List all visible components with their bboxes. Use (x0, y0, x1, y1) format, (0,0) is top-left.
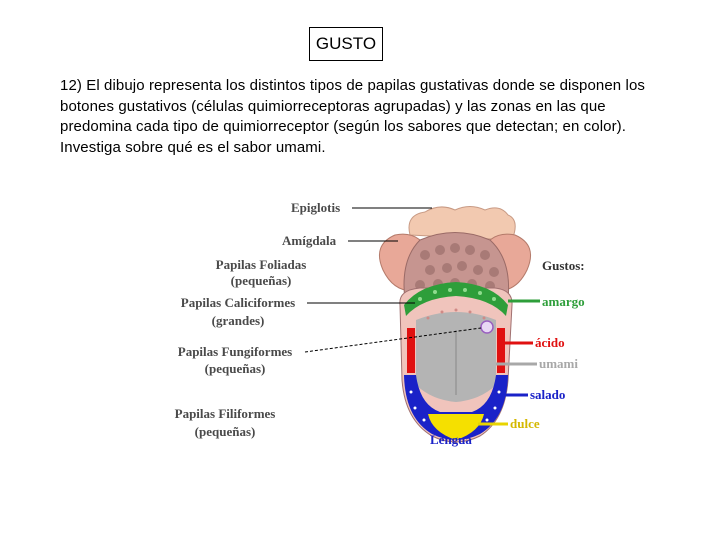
bitter-zone-dots (418, 288, 496, 301)
legend-title: Gustos: (542, 258, 585, 273)
fungiform-marker (480, 320, 494, 334)
fungiformes-label-2: (pequeñas) (204, 361, 266, 376)
bitter-zone (404, 282, 508, 316)
fungiformes-label-1: Papilas Fungiformes (177, 344, 293, 359)
sweet-zone (428, 414, 484, 440)
foliadas-label-2: (pequeñas) (230, 273, 292, 288)
caliciformes-label-2: (grandes) (211, 313, 265, 328)
legend-umami: umami (539, 356, 578, 371)
question-text: 12) El dibujo representa los distintos t… (60, 77, 645, 156)
page-title: GUSTO (315, 34, 377, 53)
foliadas-label-1: Papilas Foliadas (215, 257, 307, 272)
title-box: GUSTO (309, 27, 383, 61)
legend-dulce: dulce (510, 416, 540, 431)
filiformes-label-1: Papilas Filiformes (174, 406, 276, 421)
legend-salado: salado (530, 387, 566, 402)
amigdala-label: Amígdala (282, 233, 337, 248)
legend-acido: ácido (535, 335, 565, 350)
papillae-dots (426, 308, 486, 320)
salty-zone-dots (409, 390, 501, 422)
epiglotis-label: Epiglotis (291, 200, 341, 215)
tongue-back (403, 232, 510, 301)
epiglottis-shape (408, 206, 516, 241)
caliciformes-label-1: Papilas Caliciformes (180, 295, 296, 310)
sour-zone-left (407, 328, 415, 373)
legend-amargo: amargo (542, 294, 585, 309)
lengua-label: Lengua (430, 432, 472, 447)
filiformes-label-2: (pequeñas) (194, 424, 256, 439)
sour-zone-right (497, 328, 505, 373)
